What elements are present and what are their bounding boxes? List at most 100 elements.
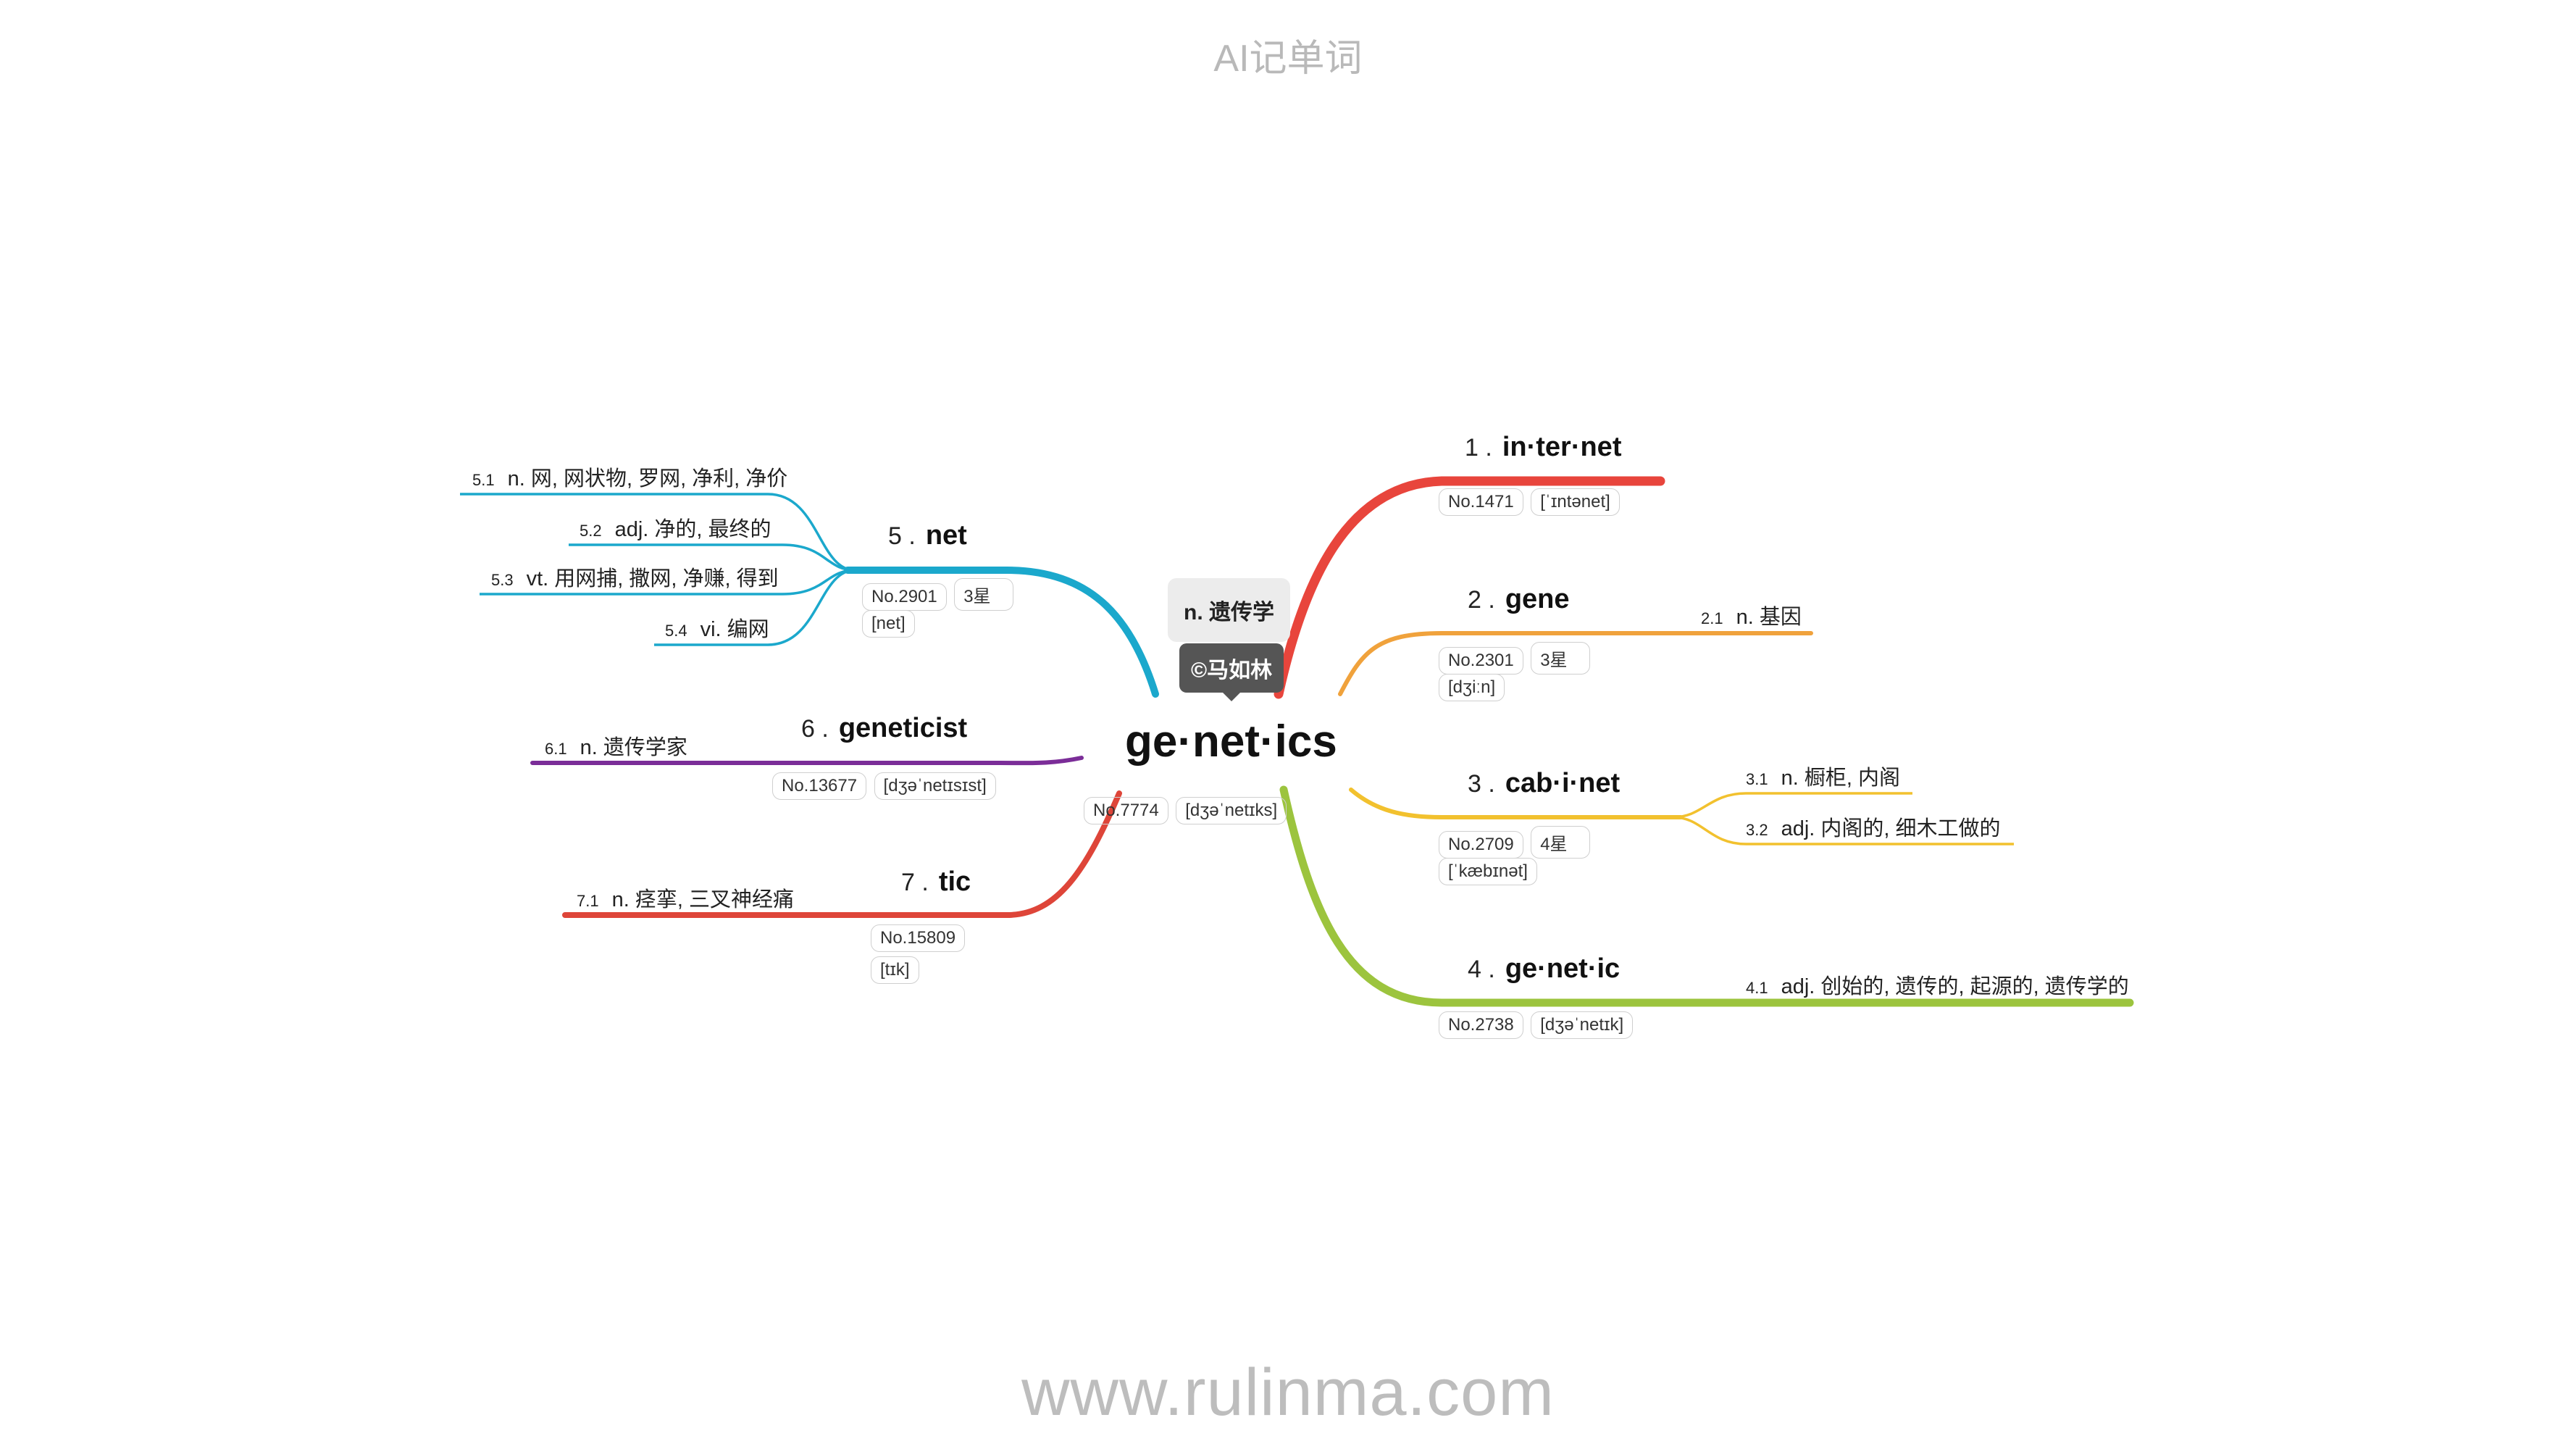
branch-number: 1 . [1465,434,1492,462]
connector-cabinet [1349,788,1683,819]
leaf-text: adj. 净的, 最终的 [614,518,771,541]
branch-phonetic-tag: [dʒəˈnetɪk] [1531,1011,1634,1039]
branch-number: 2 . [1468,586,1495,614]
branch-number: 7 . [901,869,929,896]
connector-leaf-3-1 [1673,792,1912,819]
branch-phonetic-tag: [net] [862,610,915,638]
branch-word: in·ter·net [1502,432,1622,462]
branch-title-tic[interactable]: 7 . tic [901,867,971,898]
leaf-number: 5.2 [580,522,602,540]
connector-gene [1338,631,1813,696]
leaf-4-1[interactable]: 4.1 adj. 创始的, 遗传的, 起源的, 遗传学的 [1746,969,2129,1000]
branch-tags-net: No.2901 3星 [862,578,1013,611]
branch-word: gene [1505,584,1570,614]
root-tags: No.7774 [dʒəˈnetɪks] [1084,797,1287,824]
branch-phonetic-row-net: [net] [862,610,915,638]
branch-number-tag: No.2709 [1439,831,1523,859]
branch-number-tag: No.2301 [1439,647,1523,675]
connector-leaf-3-2 [1673,816,2014,845]
leaf-2-1[interactable]: 2.1 n. 基因 [1701,600,1802,630]
leaf-3-1[interactable]: 3.1 n. 橱柜, 内阁 [1746,761,1900,791]
branch-phonetic-row-tic: [tɪk] [871,956,919,984]
leaf-number: 2.1 [1701,609,1723,627]
branch-number: 5 . [888,522,916,550]
copyright-text: ©马如林 [1191,659,1273,682]
leaf-number: 4.1 [1746,979,1768,997]
branch-word: ge·net·ic [1505,953,1621,984]
leaf-6-1[interactable]: 6.1 n. 遗传学家 [545,730,687,761]
leaf-text: n. 遗传学家 [580,736,687,759]
leaf-3-2[interactable]: 3.2 adj. 内阁的, 细木工做的 [1746,811,2001,842]
branch-phonetic-tag: [dʒiːn] [1439,674,1505,701]
branch-number: 6 . [801,715,829,743]
leaf-number: 6.1 [545,740,567,758]
root-word[interactable]: ge·net·ics [1125,717,1337,767]
branch-phonetic-tag: [tɪk] [871,956,919,984]
branch-number-tag: No.2738 [1439,1011,1523,1039]
connector-leaf-5-4 [654,569,856,646]
branch-number: 4 . [1468,956,1495,983]
branch-number: 3 . [1468,770,1495,798]
leaf-text: n. 网, 网状物, 罗网, 净利, 净价 [507,467,788,490]
site-watermark: www.rulinma.com [1021,1356,1555,1429]
leaf-5-1[interactable]: 5.1 n. 网, 网状物, 罗网, 净利, 净价 [472,462,787,492]
meaning-callout: n. 遗传学 [1168,578,1290,642]
leaf-number: 5.1 [472,471,495,489]
branch-word: tic [938,867,971,897]
branch-stars-tag: 3星 [1531,642,1590,675]
leaf-text: vi. 编网 [700,618,769,641]
branch-phonetic-tag: [dʒəˈnetɪsɪst] [874,772,996,800]
connector-leaf-5-1 [460,493,856,572]
leaf-5-4[interactable]: 5.4 vi. 编网 [665,612,769,643]
branch-word: cab·i·net [1505,768,1621,798]
branch-title-genetic[interactable]: 4 . ge·net·ic [1468,953,1620,985]
leaf-number: 5.3 [491,571,514,589]
copyright-pointer [1223,693,1241,701]
connector-net [844,567,1159,698]
copyright-badge: ©马如林 [1179,643,1284,701]
branch-title-cabinet[interactable]: 3 . cab·i·net [1468,768,1620,799]
branch-phonetic-tag: [ˈɪntənet] [1531,488,1620,516]
connector-geneticist [530,756,1084,766]
leaf-number: 3.1 [1746,770,1768,788]
root-phonetic-tag: [dʒəˈnetɪks] [1176,797,1287,824]
branch-number-tag: No.15809 [871,924,966,952]
branch-title-internet[interactable]: 1 . in·ter·net [1465,432,1621,463]
branch-title-net[interactable]: 5 . net [888,520,967,551]
connector-leaf-5-2 [569,543,856,572]
leaf-text: adj. 创始的, 遗传的, 起源的, 遗传学的 [1781,975,2129,998]
branch-tags-tic: No.15809 [871,924,966,952]
leaf-5-3[interactable]: 5.3 vt. 用网捕, 撒网, 净赚, 得到 [491,561,779,592]
leaf-text: n. 橱柜, 内阁 [1781,767,1900,790]
connector-internet [1274,476,1665,699]
branch-phonetic-row-gene: [dʒiːn] [1439,674,1505,701]
branch-phonetic-tag: [ˈkæbɪnət] [1439,858,1537,885]
app-title: AI记单词 [1213,38,1363,80]
branch-tags-gene: No.2301 3星 [1439,642,1590,675]
branch-number-tag: No.2901 [862,583,947,611]
branch-tags-cabinet: No.2709 4星 [1439,826,1590,859]
branch-title-gene[interactable]: 2 . gene [1468,584,1570,615]
branch-phonetic-row-cabinet: [ˈkæbɪnət] [1439,858,1537,885]
connector-tic [562,790,1122,918]
branch-tags-genetic: No.2738 [dʒəˈnetɪk] [1439,1011,1634,1039]
leaf-5-2[interactable]: 5.2 adj. 净的, 最终的 [580,512,771,543]
branch-number-tag: No.13677 [772,772,867,800]
leaf-text: vt. 用网捕, 撒网, 净赚, 得到 [526,567,779,590]
branch-title-geneticist[interactable]: 6 . geneticist [801,713,967,744]
branch-tags-geneticist: No.13677 [dʒəˈnetɪsɪst] [772,772,996,800]
branch-number-tag: No.1471 [1439,488,1523,516]
branch-tags-internet: No.1471 [ˈɪntənet] [1439,488,1620,516]
leaf-number: 5.4 [665,622,687,640]
root-number-tag: No.7774 [1084,797,1168,824]
branch-stars-tag: 3星 [954,578,1013,611]
leaf-number: 3.2 [1746,821,1768,839]
branch-word: net [925,520,967,551]
connector-genetic [1279,785,2134,1007]
leaf-text: n. 痉挛, 三叉神经痛 [611,888,794,911]
leaf-text: n. 基因 [1736,606,1802,629]
branch-stars-tag: 4星 [1531,826,1590,859]
leaf-text: adj. 内阁的, 细木工做的 [1781,817,2001,840]
branch-word: geneticist [838,713,968,743]
